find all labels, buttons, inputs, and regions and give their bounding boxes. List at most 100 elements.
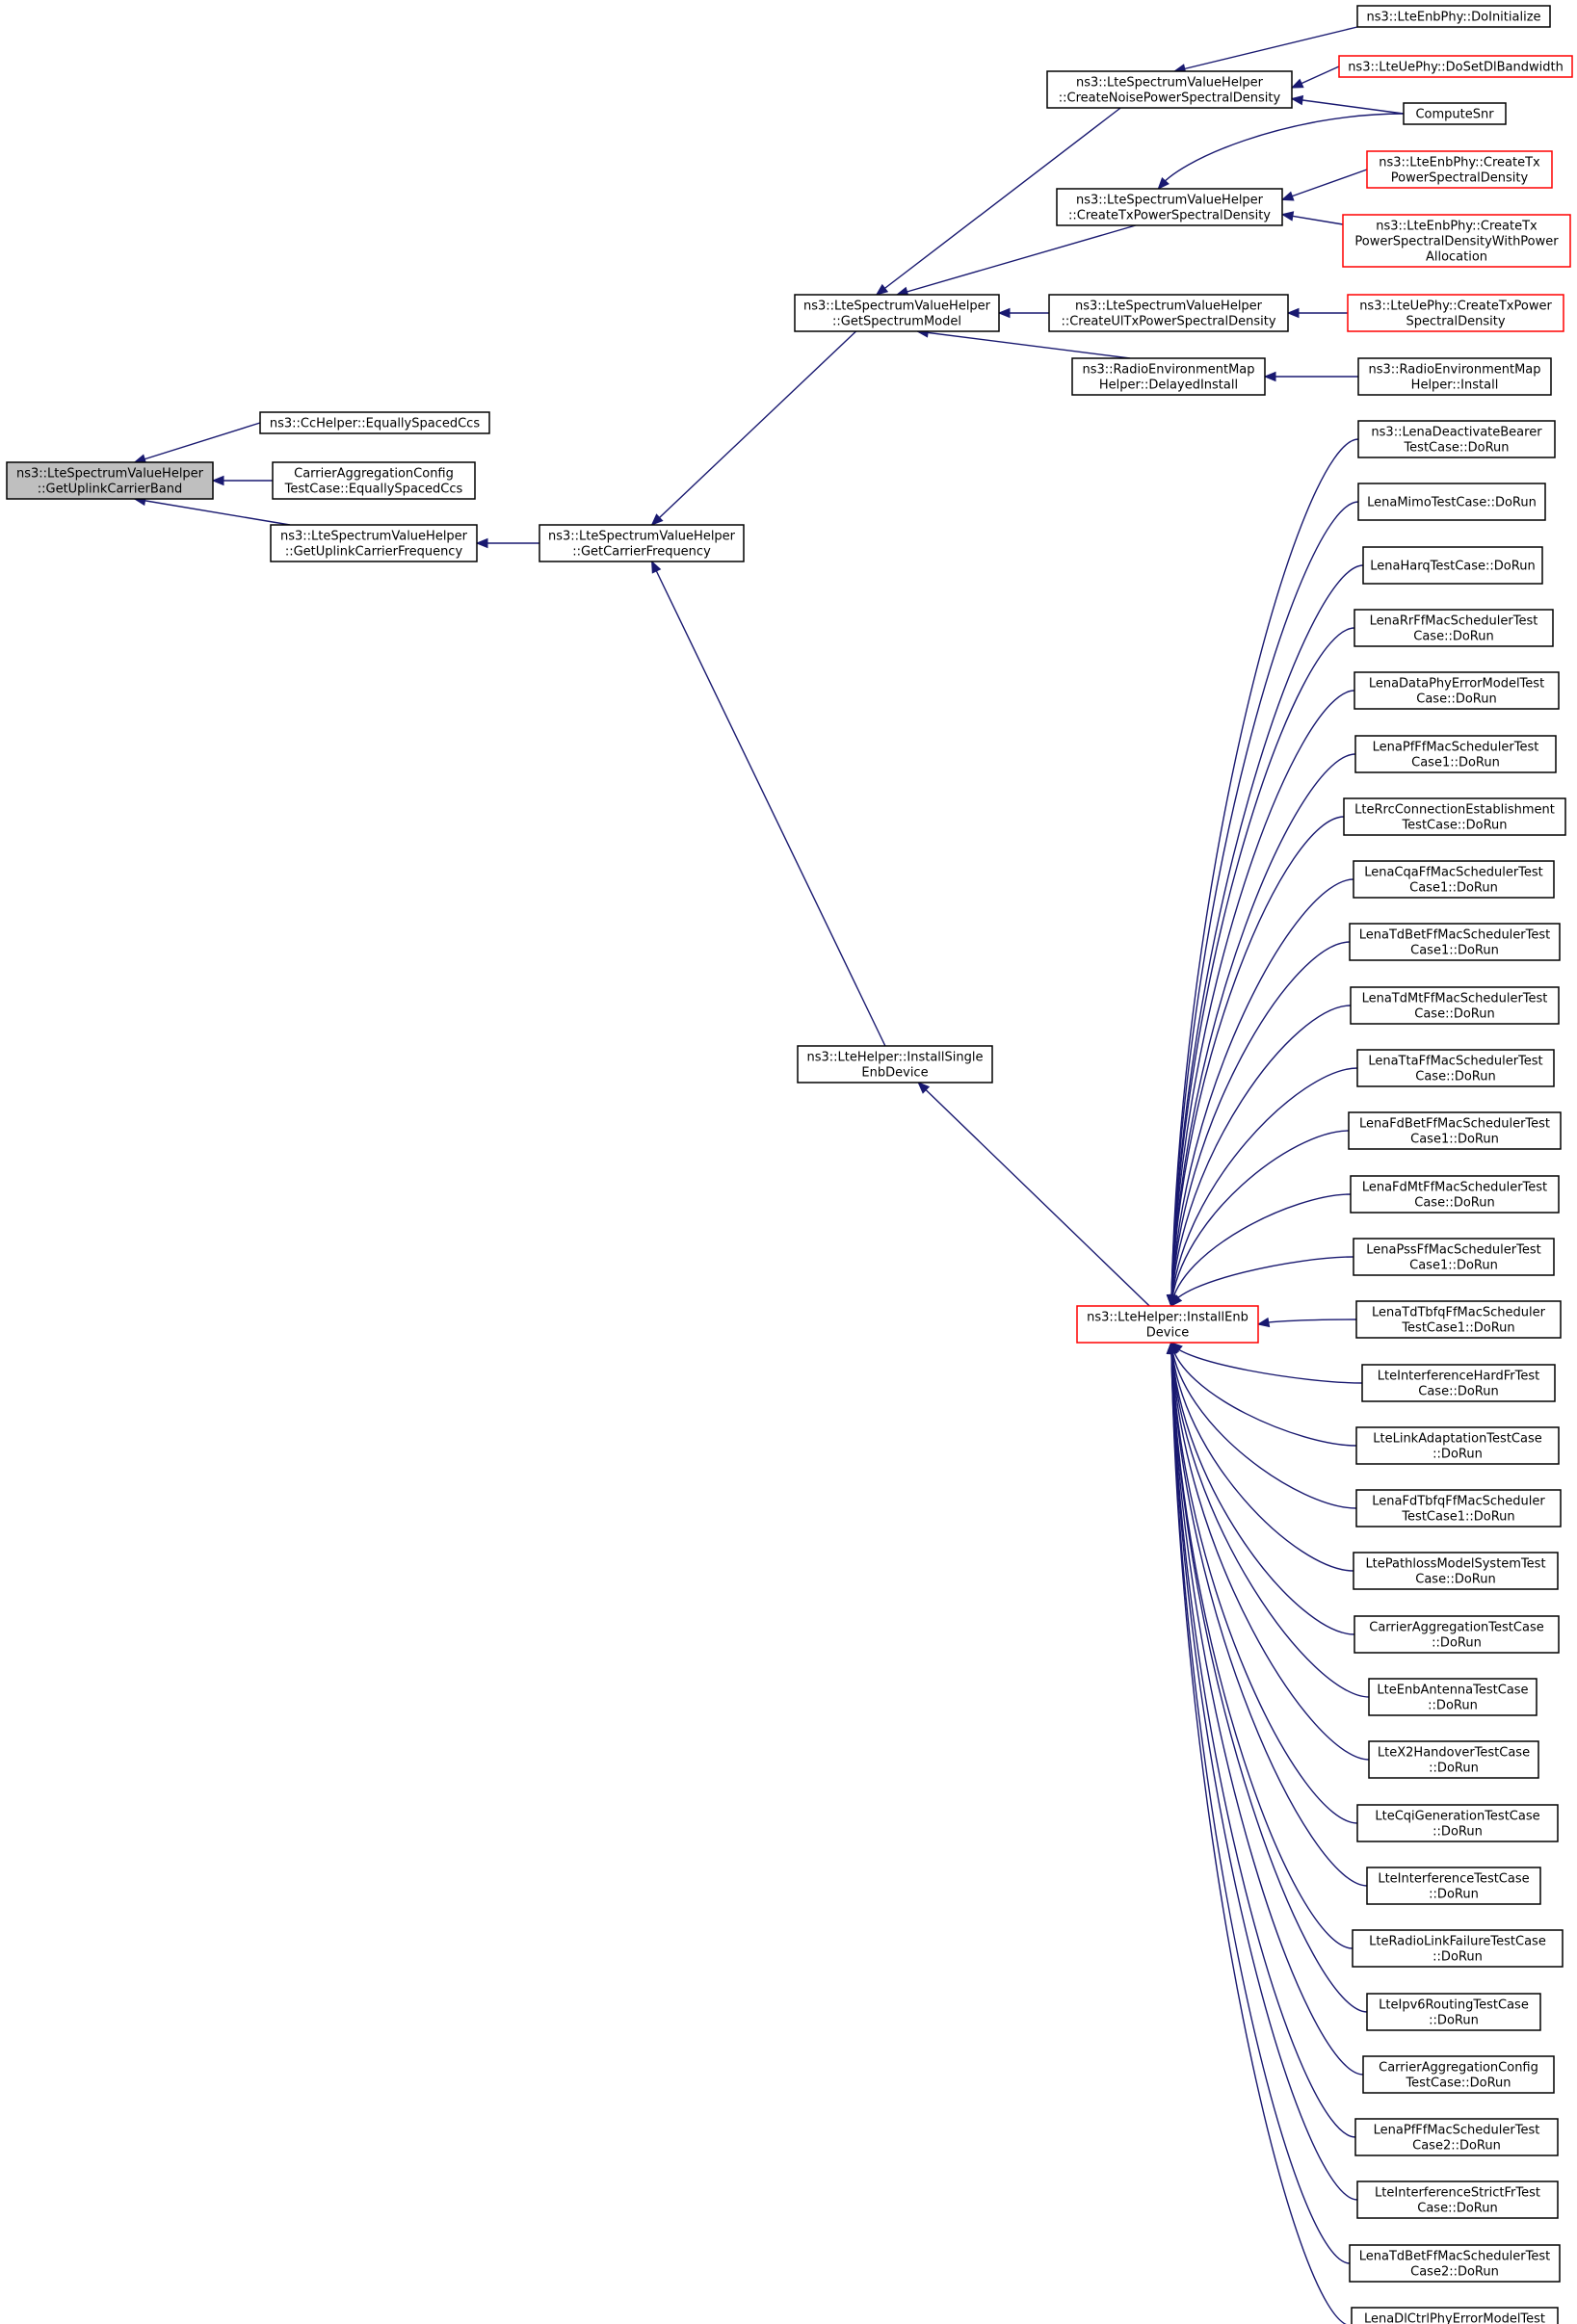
node-box [1076, 1305, 1259, 1344]
node-box [1356, 1049, 1555, 1087]
node-t21[interactable]: LteEnbAntennaTestCase::DoRun [1368, 1678, 1538, 1716]
node-box [1355, 1426, 1560, 1465]
edge-arrowhead [1170, 1293, 1183, 1308]
node-label: Device [1146, 1326, 1189, 1341]
node-t07[interactable]: LteRrcConnectionEstablishmentTestCase::D… [1343, 797, 1566, 836]
node-t22[interactable]: LteX2HandoverTestCase::DoRun [1368, 1740, 1539, 1779]
node-label: ::GetCarrierFrequency [572, 545, 711, 560]
node-ue-phy-create-tx[interactable]: ns3::LteUePhy::CreateTxPowerSpectralDens… [1347, 294, 1564, 332]
node-box [1349, 923, 1561, 961]
edge-t02-to-install-enb-device [1170, 501, 1359, 1307]
edge-arrowhead [475, 537, 488, 549]
node-box [539, 524, 745, 562]
node-create-ul-tx-psd[interactable]: ns3::LteSpectrumValueHelper::CreateUlTxP… [1048, 294, 1289, 332]
node-create-noise-psd[interactable]: ns3::LteSpectrumValueHelper::CreateNoise… [1046, 70, 1293, 109]
node-label: Case1::DoRun [1409, 881, 1498, 896]
edge-arrowhead [1290, 94, 1304, 106]
node-label: LenaTtaFfMacSchedulerTest [1368, 1055, 1542, 1069]
node-label: ::DoRun [1432, 1950, 1483, 1965]
node-box [1350, 1175, 1560, 1214]
node-label: LenaPfFfMacSchedulerTest [1374, 2124, 1540, 2138]
node-label: ns3::CcHelper::EquallySpacedCcs [270, 417, 480, 431]
node-label: ::GetUplinkCarrierBand [38, 483, 183, 497]
node-t20[interactable]: CarrierAggregationTestCase::DoRun [1354, 1615, 1560, 1654]
node-t23[interactable]: LteCqiGenerationTestCase::DoRun [1356, 1804, 1559, 1842]
node-t25[interactable]: LteRadioLinkFailureTestCase::DoRun [1352, 1929, 1564, 1968]
node-compute-snr[interactable]: ComputeSnr [1403, 102, 1507, 125]
node-get-ul-freq[interactable]: ns3::LteSpectrumValueHelper::GetUplinkCa… [270, 524, 478, 562]
node-label: LenaFdBetFfMacSchedulerTest [1359, 1117, 1550, 1132]
node-t24[interactable]: LteInterferenceTestCase::DoRun [1366, 1867, 1541, 1905]
node-t26[interactable]: LteIpv6RoutingTestCase::DoRun [1366, 1993, 1541, 2031]
node-t02[interactable]: LenaMimoTestCase::DoRun [1357, 483, 1546, 521]
edge-t16-to-install-enb-device [1170, 1342, 1363, 1384]
node-ca-config-equally[interactable]: CarrierAggregationConfigTestCase::Equall… [272, 461, 476, 500]
node-rem-delayed-install[interactable]: ns3::RadioEnvironmentMapHelper::DelayedI… [1071, 357, 1266, 396]
edge-t03-to-install-enb-device [1170, 564, 1364, 1307]
edges-layer [133, 26, 1405, 2324]
node-t17[interactable]: LteLinkAdaptationTestCase::DoRun [1355, 1426, 1560, 1465]
node-enb-phy-create-tx[interactable]: ns3::LteEnbPhy::CreateTxPowerSpectralDen… [1366, 150, 1553, 189]
node-get-carrier-freq[interactable]: ns3::LteSpectrumValueHelper::GetCarrierF… [539, 524, 745, 562]
node-t31[interactable]: LenaDlCtrlPhyErrorModelTestCase::DoRun [1351, 2307, 1559, 2324]
edge-t11-to-install-enb-device [1170, 1067, 1358, 1307]
node-box [1355, 1489, 1562, 1528]
edge-arrowhead [1166, 1341, 1177, 1354]
node-label: ns3::LteEnbPhy::CreateTx [1376, 220, 1538, 234]
node-label: Case::DoRun [1416, 692, 1496, 707]
node-cc-equally[interactable]: ns3::CcHelper::EquallySpacedCcs [259, 411, 490, 434]
node-label: ns3::LteSpectrumValueHelper [1076, 194, 1264, 208]
node-label: ns3::LteEnbPhy::CreateTx [1379, 156, 1540, 170]
node-box [1353, 1238, 1555, 1276]
node-enb-phy-create-tx-alloc[interactable]: ns3::LteEnbPhy::CreateTxPowerSpectralDen… [1342, 214, 1571, 268]
node-get-spectrum-model[interactable]: ns3::LteSpectrumValueHelper::GetSpectrum… [794, 294, 1000, 332]
edge-create-tx-psd-to-get-spectrum-model [896, 224, 1137, 296]
node-label: Case::DoRun [1414, 1007, 1494, 1022]
node-label: PowerSpectralDensity [1391, 171, 1529, 186]
edge-arrowhead [651, 560, 662, 574]
node-label: LenaTdTbfqFfMacScheduler [1372, 1306, 1546, 1320]
node-label: Case::DoRun [1417, 2202, 1497, 2216]
node-box [1362, 546, 1543, 585]
node-label: LenaPfFfMacSchedulerTest [1373, 741, 1539, 755]
node-enb-phy-doinit[interactable]: ns3::LteEnbPhy::DoInitialize [1356, 5, 1551, 28]
node-box [1354, 2118, 1559, 2156]
node-root[interactable]: ns3::LteSpectrumValueHelper::GetUplinkCa… [6, 461, 214, 500]
node-box [6, 461, 214, 500]
node-t03[interactable]: LenaHarqTestCase::DoRun [1362, 546, 1543, 585]
node-ue-phy-setdlbw[interactable]: ns3::LteUePhy::DoSetDlBandwidth [1338, 55, 1573, 78]
node-label: ::DoRun [1429, 1888, 1479, 1902]
node-label: ::CreateTxPowerSpectralDensity [1068, 209, 1271, 223]
node-label: LenaPssFfMacSchedulerTest [1366, 1243, 1540, 1258]
node-box [1048, 294, 1289, 332]
node-box [1356, 5, 1551, 28]
node-label: EnbDevice [861, 1066, 928, 1081]
node-box [1361, 1364, 1556, 1402]
node-create-tx-psd[interactable]: ns3::LteSpectrumValueHelper::CreateTxPow… [1056, 188, 1283, 226]
node-box [1350, 986, 1560, 1025]
node-label: Case2::DoRun [1410, 2265, 1499, 2280]
node-box [1357, 420, 1556, 458]
